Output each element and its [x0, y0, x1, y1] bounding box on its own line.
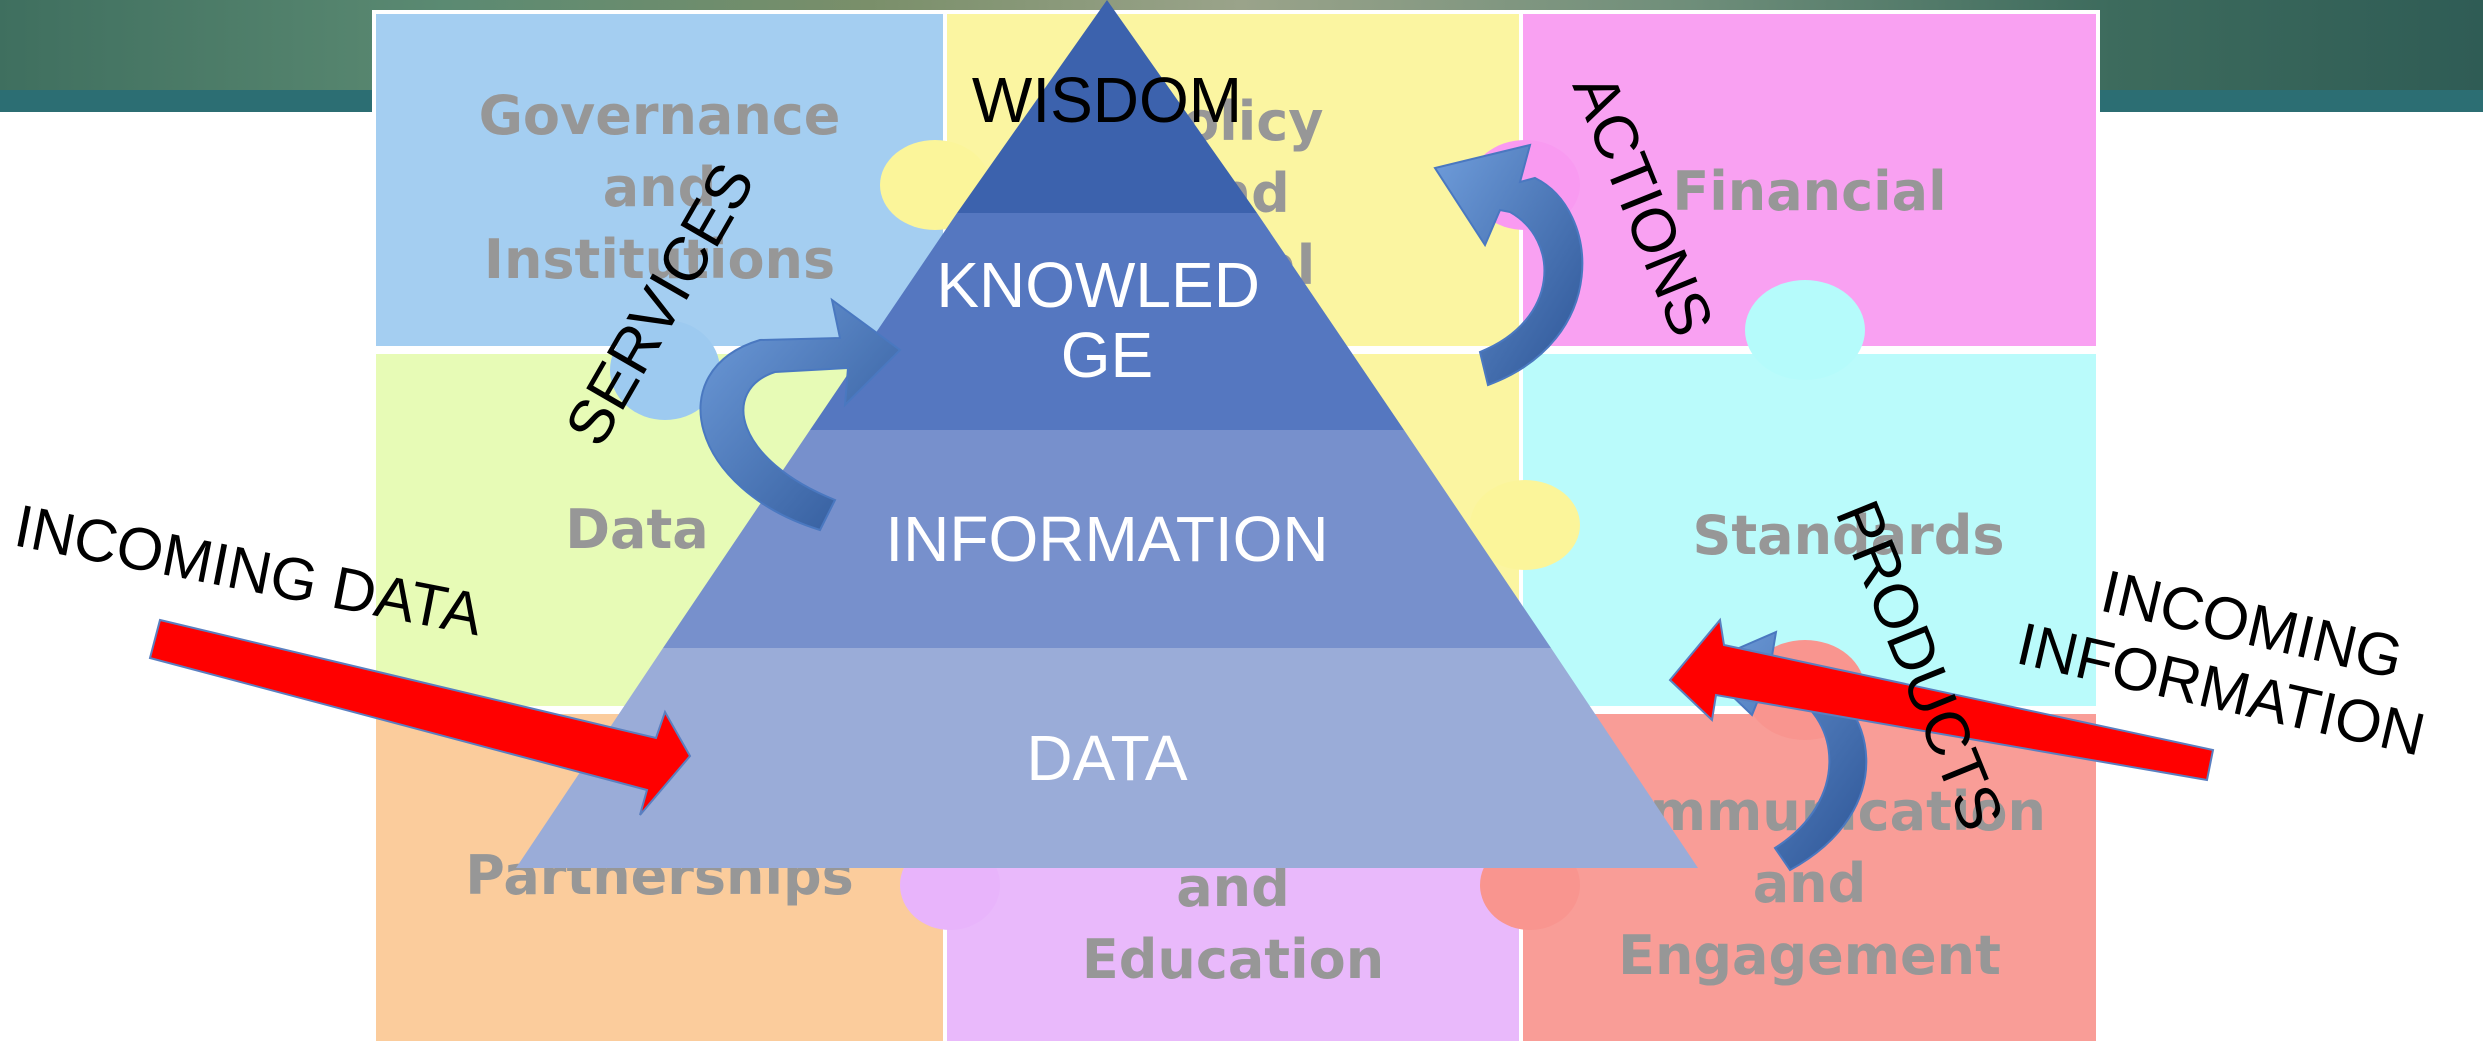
- pyramid-tier-data: [516, 648, 1698, 868]
- puzzle-piece-financial: Financial: [1519, 10, 2100, 350]
- puzzle-knob: [1745, 280, 1865, 380]
- pyramid-label-knowledge: KNOWLED GE: [936, 249, 1277, 391]
- pyramid-tier-information: [663, 430, 1551, 648]
- actions-curved-arrow: [1433, 143, 1584, 387]
- pyramid-label-wisdom: WISDOM: [972, 64, 1242, 136]
- pyramid-label-data: DATA: [1026, 722, 1188, 794]
- pyramid-tier-wisdom: [957, 0, 1257, 213]
- puzzle-label-data: Data: [565, 498, 709, 561]
- puzzle-label-governance: Governance and Institutions: [478, 84, 841, 291]
- puzzle-label-standards: Standards: [1692, 504, 2005, 567]
- incoming-information-arrow: [1668, 617, 2215, 782]
- incoming-data-arrow: [148, 618, 692, 816]
- puzzle-label-financial: Financial: [1672, 160, 1947, 223]
- puzzle-knob: [1470, 480, 1580, 570]
- actions-label: ACTIONS: [1559, 64, 1726, 345]
- pyramid-tier-knowledge: [810, 213, 1404, 430]
- puzzle-piece-standards: Standards: [1519, 350, 2100, 710]
- services-curved-arrow: [699, 297, 902, 532]
- pyramid-label-information: INFORMATION: [885, 503, 1328, 575]
- incoming-data-label: INCOMING DATA: [10, 492, 489, 648]
